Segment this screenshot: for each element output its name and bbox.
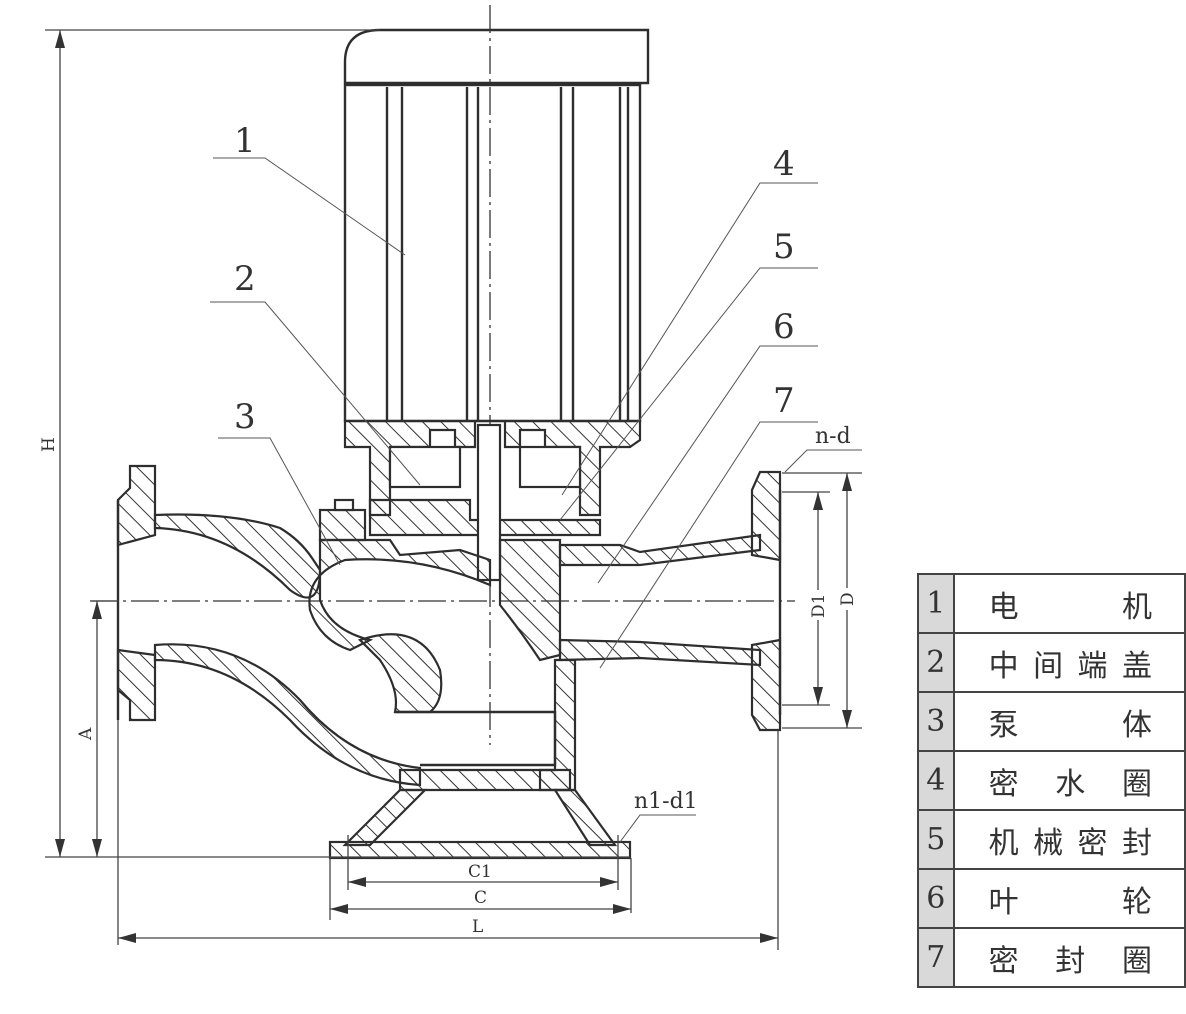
callout-2: 2 xyxy=(210,259,421,486)
callout-1: 1 xyxy=(213,121,406,256)
label-n-d: n-d xyxy=(784,424,862,473)
dimension-l: L xyxy=(117,720,779,950)
motor xyxy=(343,28,650,423)
svg-text:L: L xyxy=(472,917,483,937)
dimension-c: C xyxy=(329,858,632,920)
svg-text:6: 6 xyxy=(773,307,795,347)
callout-6: 6 xyxy=(597,307,818,584)
dimension-h: H xyxy=(39,29,380,857)
dimension-d: D xyxy=(782,472,862,729)
part-number: 1 xyxy=(917,573,955,634)
part-name: 叶 轮 xyxy=(952,868,1186,929)
svg-text:A: A xyxy=(76,727,96,741)
svg-text:2: 2 xyxy=(234,259,256,299)
outlet-diffuser xyxy=(558,470,782,732)
part-number: 7 xyxy=(917,927,955,988)
part-number: 2 xyxy=(917,632,955,693)
svg-text:7: 7 xyxy=(773,381,795,421)
svg-text:D1: D1 xyxy=(809,594,829,618)
intermediate-end-cover xyxy=(343,419,642,537)
svg-text:D: D xyxy=(838,592,858,606)
callout-3: 3 xyxy=(218,397,341,566)
dimension-d1: D1 xyxy=(782,491,830,706)
svg-text:3: 3 xyxy=(234,397,256,437)
svg-text:n1-d1: n1-d1 xyxy=(634,789,698,814)
part-number: 3 xyxy=(917,691,955,752)
pump-body xyxy=(116,464,632,860)
svg-text:n-d: n-d xyxy=(815,424,851,449)
dimension-c1: C1 xyxy=(347,835,619,890)
part-number: 6 xyxy=(917,868,955,929)
part-name: 泵 体 xyxy=(952,691,1186,752)
part-number: 5 xyxy=(917,809,955,870)
label-n1-d1: n1-d1 xyxy=(619,789,698,843)
svg-text:1: 1 xyxy=(234,121,256,161)
part-name: 机械密封 xyxy=(952,809,1186,870)
part-name: 电 机 xyxy=(952,573,1186,634)
callout-7: 7 xyxy=(599,381,818,669)
part-name: 密水圈 xyxy=(952,750,1186,811)
svg-text:H: H xyxy=(39,437,59,452)
part-number: 4 xyxy=(917,750,955,811)
svg-text:C1: C1 xyxy=(468,862,492,882)
callout-4: 4 xyxy=(561,144,818,496)
svg-text:5: 5 xyxy=(773,227,795,267)
svg-text:4: 4 xyxy=(773,144,795,184)
part-name: 密封圈 xyxy=(952,927,1186,988)
callout-5: 5 xyxy=(559,227,818,521)
part-name: 中间端盖 xyxy=(952,632,1186,693)
svg-text:C: C xyxy=(474,888,487,908)
dimension-a: A xyxy=(76,600,118,857)
